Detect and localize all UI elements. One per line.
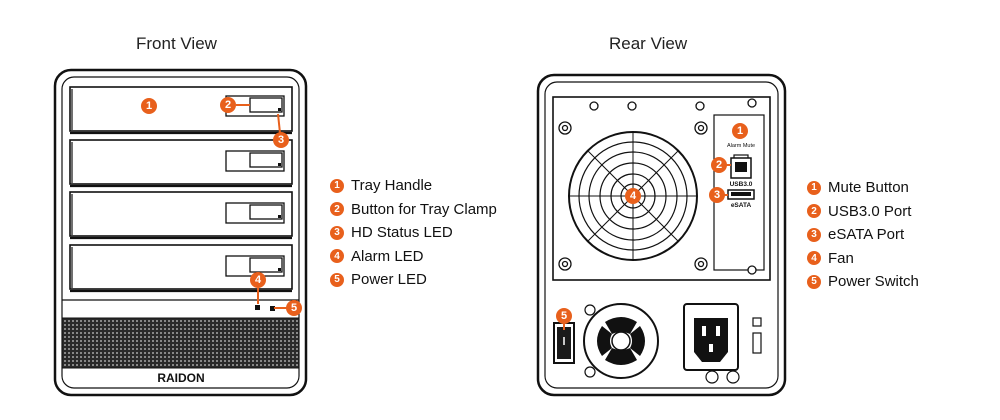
front-grille [61, 317, 300, 369]
rear-callout-1: 1 [732, 123, 748, 139]
svg-text:4: 4 [255, 274, 262, 286]
front-callout-4: 4 [250, 272, 266, 288]
rear-enclosure [536, 73, 787, 397]
front-view-title: Front View [136, 34, 217, 53]
label-usb: USB3.0 [730, 181, 753, 188]
rear-callout-3: 3 [709, 187, 725, 203]
svg-text:1: 1 [146, 100, 152, 112]
svg-text:2: 2 [225, 99, 231, 111]
svg-text:5: 5 [291, 302, 297, 314]
drive-bay [69, 86, 293, 135]
rear-callout-2: 2 [711, 157, 727, 173]
drive-bay [69, 191, 293, 240]
rear-view-title: Rear View [609, 34, 688, 53]
front-brand: RAIDON [157, 371, 204, 385]
drive-bay [69, 139, 293, 188]
front-callout-2: 2 [220, 97, 236, 113]
alarm-led [255, 305, 260, 310]
front-callout-1: 1 [141, 98, 157, 114]
svg-text:2: 2 [716, 159, 722, 171]
power-led [270, 306, 275, 311]
svg-text:4: 4 [630, 190, 637, 202]
rear-screws [558, 98, 757, 275]
kensington-lock [752, 317, 762, 354]
power-inlet [683, 303, 740, 384]
svg-text:3: 3 [714, 189, 720, 201]
svg-text:1: 1 [737, 125, 743, 137]
rear-callout-4: 4 [625, 188, 641, 204]
front-callout-5: 5 [286, 300, 302, 316]
svg-text:3: 3 [278, 134, 284, 146]
front-callout-3: 3 [273, 132, 289, 148]
label-esata: eSATA [731, 202, 752, 209]
rear-callout-5: 5 [556, 308, 572, 324]
label-alarm-mute: Alarm Mute [727, 143, 755, 149]
svg-text:5: 5 [561, 310, 567, 322]
psu-fan [583, 303, 659, 379]
